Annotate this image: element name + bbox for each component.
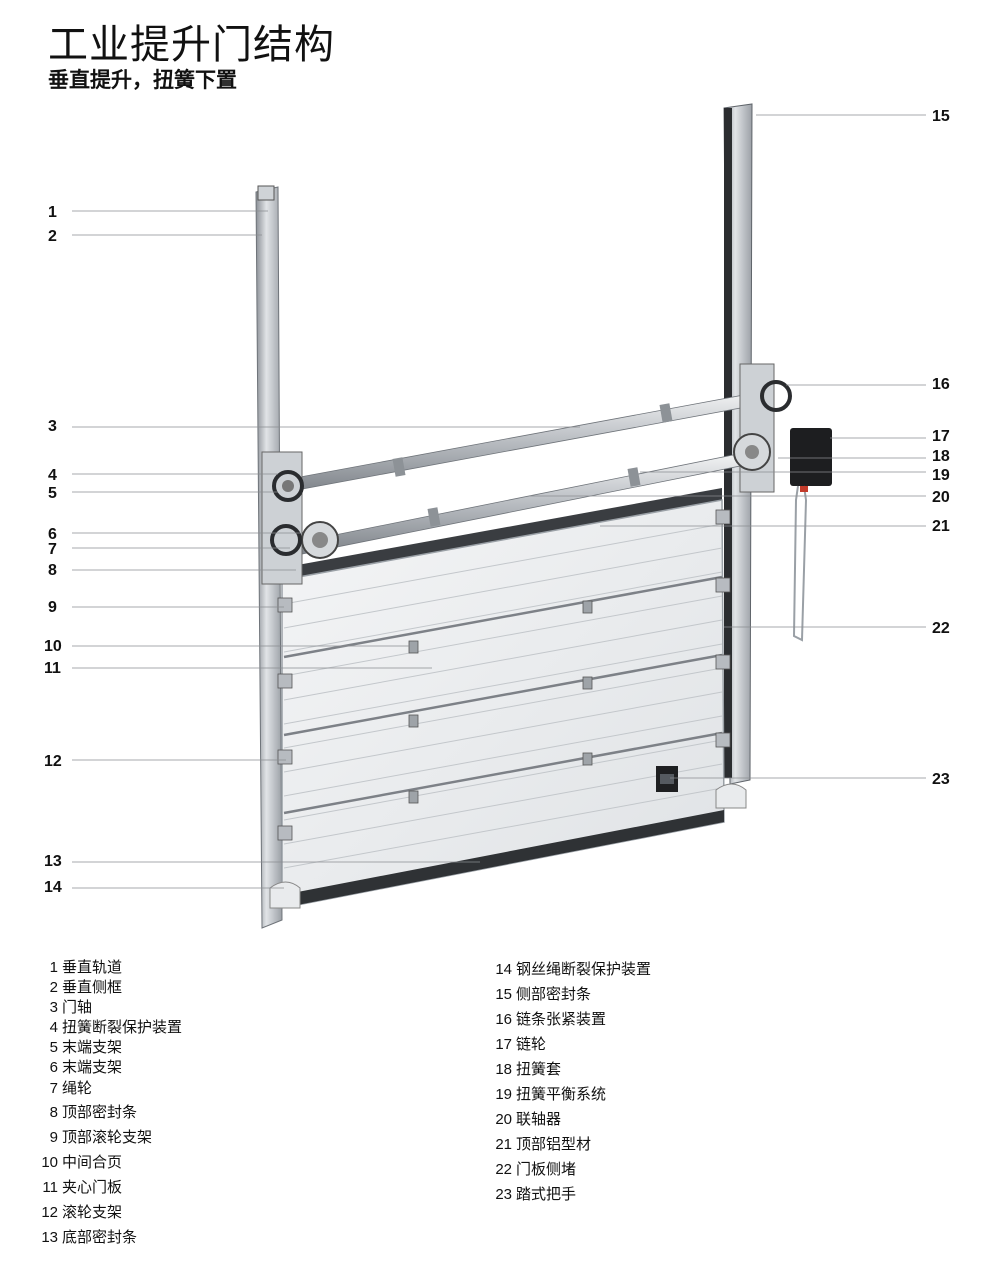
callout-22: 22	[932, 620, 950, 637]
callout-17: 17	[932, 428, 950, 445]
callout-6: 6	[48, 526, 57, 543]
page-subtitle: 垂直提升，扭簧下置	[48, 68, 237, 92]
lower-shaft	[299, 453, 741, 555]
callout-23: 23	[932, 771, 950, 788]
callout-9: 9	[48, 599, 57, 616]
roller-brackets	[277, 509, 731, 841]
callout-13: 13	[44, 853, 62, 870]
callout-1: 1	[48, 204, 57, 221]
callouts-left: 1 2 3 4 5 6 7 8 9 10 11 12 13 14	[44, 204, 62, 896]
leader-lines	[72, 114, 926, 889]
callout-7: 7	[48, 541, 57, 558]
upper-shaft	[283, 391, 763, 493]
callout-14: 14	[44, 879, 62, 896]
callout-8: 8	[48, 562, 57, 579]
callout-11: 11	[44, 660, 61, 677]
callout-21: 21	[932, 518, 950, 535]
callout-10: 10	[44, 638, 62, 655]
door-panel	[281, 499, 725, 909]
step-handle	[656, 766, 678, 792]
right-end-assembly	[733, 363, 832, 642]
bottom-brackets	[269, 783, 747, 909]
hinges	[408, 600, 593, 804]
page-title: 工业提升门结构	[48, 22, 335, 68]
callouts-right: 15 16 17 18 19 20 21 22 23	[932, 108, 950, 788]
door-diagram: 1 2 3 4 5 6 7 8 9 10 11 12 13 14 15 16 1…	[44, 103, 950, 929]
callout-5: 5	[48, 485, 57, 502]
callout-12: 12	[44, 753, 62, 770]
callout-3: 3	[48, 418, 57, 435]
callout-15: 15	[932, 108, 950, 125]
callout-19: 19	[932, 467, 950, 484]
callout-4: 4	[48, 467, 57, 484]
callout-18: 18	[932, 448, 950, 465]
callout-20: 20	[932, 489, 950, 506]
top-seal	[292, 488, 722, 580]
callout-2: 2	[48, 228, 57, 245]
callout-16: 16	[932, 376, 950, 393]
